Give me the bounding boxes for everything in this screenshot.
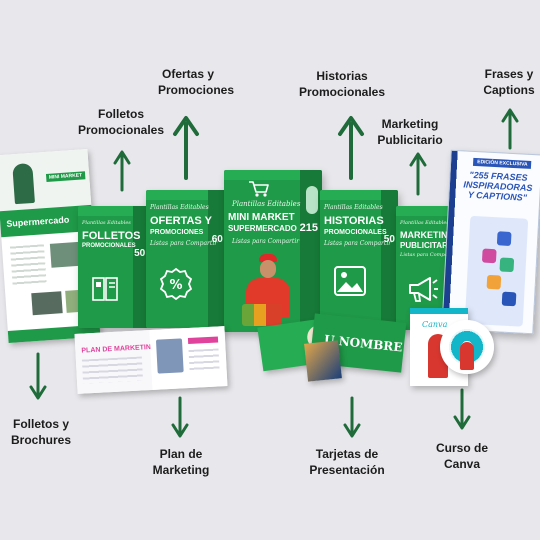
vendor-person xyxy=(242,254,292,332)
vendor-cap xyxy=(259,254,277,262)
brochure-plan-marketing: PLAN DE MARKETING xyxy=(74,326,228,394)
flyer-chip: MINI MARKET xyxy=(45,171,86,182)
box-mini-market-supermercado: Plantillas Editables MINI MARKET SUPERME… xyxy=(224,170,322,332)
label-historias-promocionales: Historias Promocionales xyxy=(298,69,386,99)
arrow-down-plan-icon xyxy=(171,396,189,438)
label-folletos-brochures: Folletos y Brochures xyxy=(10,417,72,447)
book-255-frases: EDICIÓN EXCLUSIVA "255 FRASES INSPIRADOR… xyxy=(441,149,540,335)
business-card-photo xyxy=(304,340,342,382)
mini-badge xyxy=(306,186,318,214)
social-icon-5 xyxy=(501,291,517,307)
book-title: "255 FRASES INSPIRADORAS Y CAPTIONS" xyxy=(463,169,533,203)
dvd-disc-person xyxy=(460,342,474,370)
megaphone-icon xyxy=(408,277,438,302)
book-social-stack xyxy=(464,215,529,327)
arrow-down-curso-icon xyxy=(453,388,471,430)
social-icon-4 xyxy=(486,274,502,290)
label-folletos-promocionales: Folletos Promocionales xyxy=(77,107,165,137)
flyer-photo-2 xyxy=(31,291,63,316)
label-frases-captions: Frases y Captions xyxy=(483,67,535,97)
book-badge: EDICIÓN EXCLUSIVA xyxy=(472,157,532,169)
dvd-label: Canva xyxy=(422,320,448,329)
brochure-left-page: PLAN DE MARKETING xyxy=(74,330,157,394)
arrow-down-tarjetas-icon xyxy=(343,396,361,438)
label-tarjetas-presentacion: Tarjetas de Presentación xyxy=(309,447,385,477)
cart-icon xyxy=(249,181,269,197)
label-curso-canva: Curso de Canva xyxy=(435,441,488,471)
flyer-lines xyxy=(9,244,47,287)
box-ofertas-promociones: Plantillas Editables OFERTAS Y PROMOCION… xyxy=(146,190,226,328)
social-icon-3 xyxy=(499,257,515,273)
social-icon-1 xyxy=(496,231,512,246)
flyer-header: MINI MARKET xyxy=(0,149,92,212)
image-icon xyxy=(333,266,366,296)
brochure-accent xyxy=(187,336,219,345)
flyer-title: Supermercado xyxy=(6,214,70,229)
label-ofertas-promociones: Ofertas y Promociones xyxy=(158,67,235,97)
vendor-produce xyxy=(242,304,282,326)
arrow-down-folletos-broch-icon xyxy=(29,352,47,400)
brochure-lines xyxy=(81,356,144,384)
brochure-icon xyxy=(91,277,118,301)
arrow-up-frases-icon xyxy=(501,108,519,150)
svg-text:%: % xyxy=(170,278,183,293)
arrow-up-marketing-pub-icon xyxy=(409,152,427,196)
label-plan-marketing: Plan de Marketing xyxy=(152,447,210,477)
brochure-title: PLAN DE MARKETING xyxy=(81,343,157,355)
brochure-right-page xyxy=(149,326,228,390)
label-marketing-publicitario: Marketing Publicitario xyxy=(377,117,443,147)
brochure-text xyxy=(188,348,220,372)
social-icon-2 xyxy=(481,248,497,264)
box-historias-promocionales: Plantillas Editables HISTORIAS PROMOCION… xyxy=(320,190,398,328)
arrow-up-historias-icon xyxy=(338,116,364,180)
arrow-up-ofertas-icon xyxy=(173,116,199,180)
dvd-disc xyxy=(440,320,494,374)
brochure-photo xyxy=(155,338,184,374)
box-folletos-promocionales: Plantillas Editables FOLLETOS PROMOCIONA… xyxy=(78,206,148,328)
arrow-up-folletos-prom-icon xyxy=(113,150,131,192)
vendor-head xyxy=(260,260,276,278)
percent-badge-icon: % xyxy=(160,267,193,301)
flyer-person xyxy=(12,162,35,205)
